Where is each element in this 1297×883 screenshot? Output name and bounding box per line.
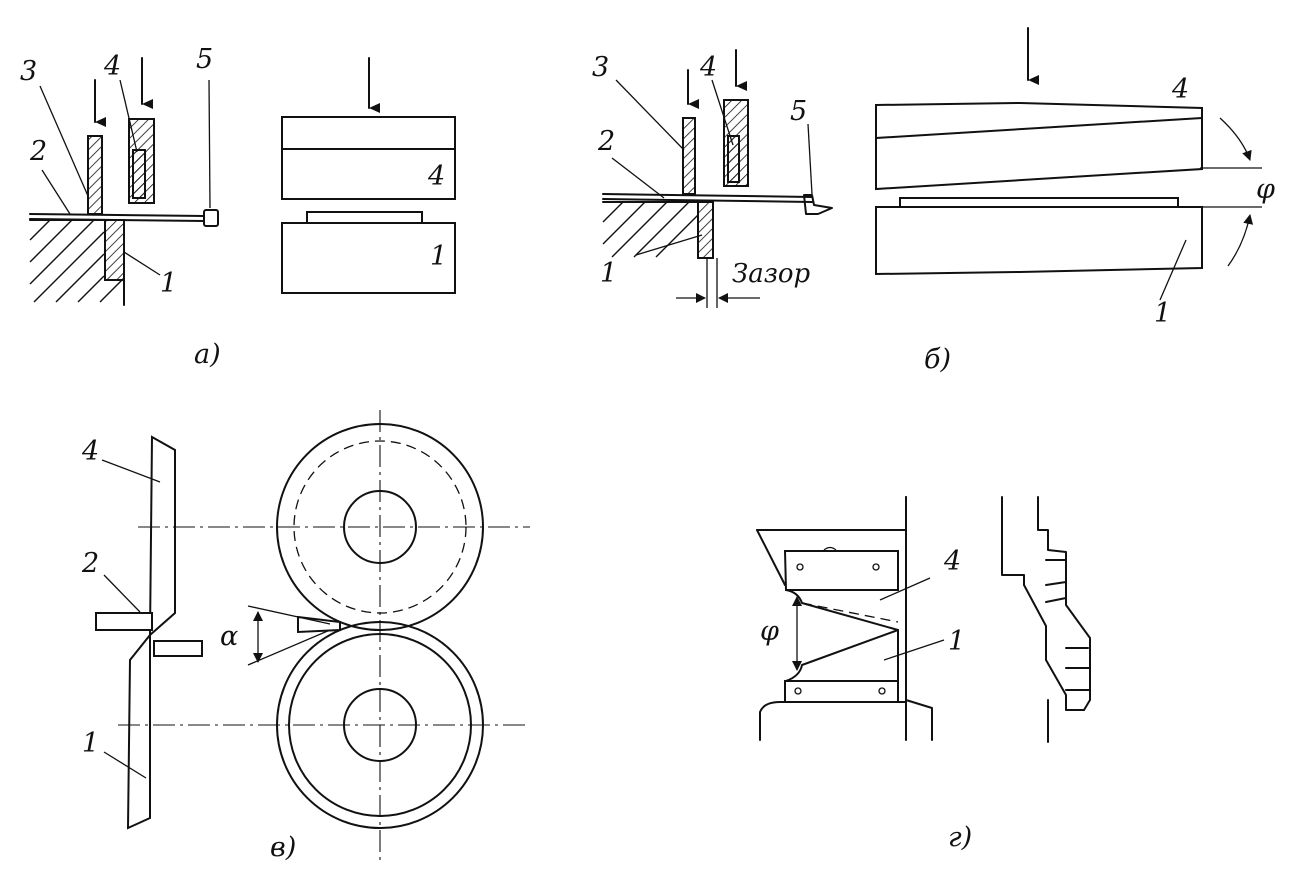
- label-1-a: 1: [160, 268, 177, 299]
- lower-roller-hub: [343, 688, 417, 762]
- label-1-a-side: 1: [430, 241, 447, 272]
- sheet-b: [602, 193, 813, 198]
- blade-1-b: [697, 201, 714, 259]
- lower-roller: [276, 621, 484, 829]
- panel-b: 3 4 2 5 1 Зазор 4 1 φ б): [592, 27, 1275, 375]
- label-3-a: 3: [20, 56, 37, 87]
- sheet-c-left: [95, 612, 153, 631]
- label-2-b: 2: [597, 126, 615, 157]
- label-1-d: 1: [948, 626, 965, 657]
- gap-label-b: Зазор: [732, 259, 811, 289]
- blade-4-a-inner: [132, 149, 146, 199]
- label-4-c: 4: [81, 436, 99, 467]
- upper-knife-c: [148, 435, 176, 638]
- lower-tool-b: [875, 206, 1203, 276]
- upper-roller: [276, 423, 484, 631]
- angle-phi-b: φ: [1256, 174, 1275, 205]
- angle-phi-d: φ: [760, 616, 779, 647]
- label-5-b: 5: [790, 96, 807, 127]
- caption-a: а): [194, 339, 221, 370]
- sheet-c-roller: [297, 615, 341, 634]
- lower-knife-c: [126, 632, 151, 830]
- label-3-b: 3: [592, 52, 609, 83]
- stop-b: [803, 194, 833, 215]
- lower-tool-a: [281, 222, 456, 294]
- angle-alpha-c: α: [220, 621, 238, 652]
- label-4-d: 4: [943, 546, 961, 577]
- lower-knife-d: [784, 680, 899, 703]
- frame-d: [756, 496, 907, 531]
- label-4-b-side: 4: [1171, 74, 1189, 105]
- upper-tool-b: [875, 101, 1203, 191]
- label-4-b: 4: [699, 52, 717, 83]
- sheet-a: [29, 213, 206, 217]
- upper-roller-hub: [343, 490, 417, 564]
- caption-b: б): [924, 344, 951, 375]
- caption-d: г): [948, 822, 972, 853]
- blade-3-a: [87, 135, 103, 215]
- panel-d: 4 1 φ г): [756, 496, 1091, 853]
- stop-a: [203, 209, 219, 227]
- panel-c: 4 2 1 α в): [81, 410, 530, 863]
- blade-1-a: [104, 219, 125, 281]
- label-5-a: 5: [196, 44, 213, 75]
- label-2-c: 2: [81, 548, 99, 579]
- label-1-b: 1: [600, 258, 617, 289]
- label-1-b-side: 1: [1154, 298, 1171, 329]
- base-support-b: [602, 201, 699, 259]
- side-view-d: [1001, 496, 1091, 743]
- caption-c: в): [270, 832, 296, 863]
- label-1-c: 1: [82, 728, 99, 759]
- plate-a: [306, 211, 423, 224]
- blade-3-b: [682, 117, 696, 195]
- upper-tool-a: [281, 116, 456, 200]
- label-2-a: 2: [29, 136, 47, 167]
- side-view-b: 4 1 φ: [875, 27, 1275, 329]
- rollers-c: α: [118, 410, 530, 860]
- panel-a: 3 4 2 5 1 4 1 а): [20, 44, 456, 370]
- side-view-a: 4 1: [281, 57, 456, 294]
- sheet-c-right: [153, 640, 203, 657]
- blade-4-b-inner: [727, 135, 740, 183]
- upper-knife-d: [783, 550, 899, 591]
- label-4-a: 4: [103, 51, 121, 82]
- label-4-a-side: 4: [427, 161, 445, 192]
- plate-b: [899, 197, 1179, 208]
